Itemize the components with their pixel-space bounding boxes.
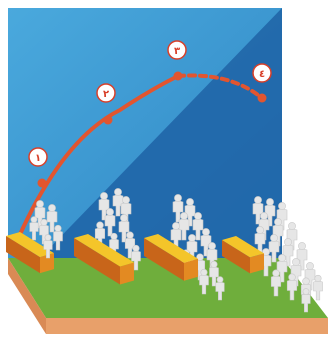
svg-text:٤: ٤ [259, 69, 265, 80]
trajectory-point-2 [104, 116, 113, 125]
trajectory-point-4 [258, 94, 267, 103]
marker-4: ٤ [253, 64, 271, 82]
svg-text:١: ١ [35, 153, 41, 164]
marker-2: ٢ [97, 84, 115, 102]
marker-1: ١ [29, 148, 47, 166]
marker-3: ٣ [168, 41, 186, 59]
trajectory-point-3 [174, 72, 183, 81]
trajectory-point-1 [38, 179, 47, 188]
svg-text:٣: ٣ [174, 46, 180, 57]
person-figure [314, 275, 323, 300]
svg-text:٢: ٢ [103, 89, 109, 100]
ground-front-edge [46, 318, 328, 334]
